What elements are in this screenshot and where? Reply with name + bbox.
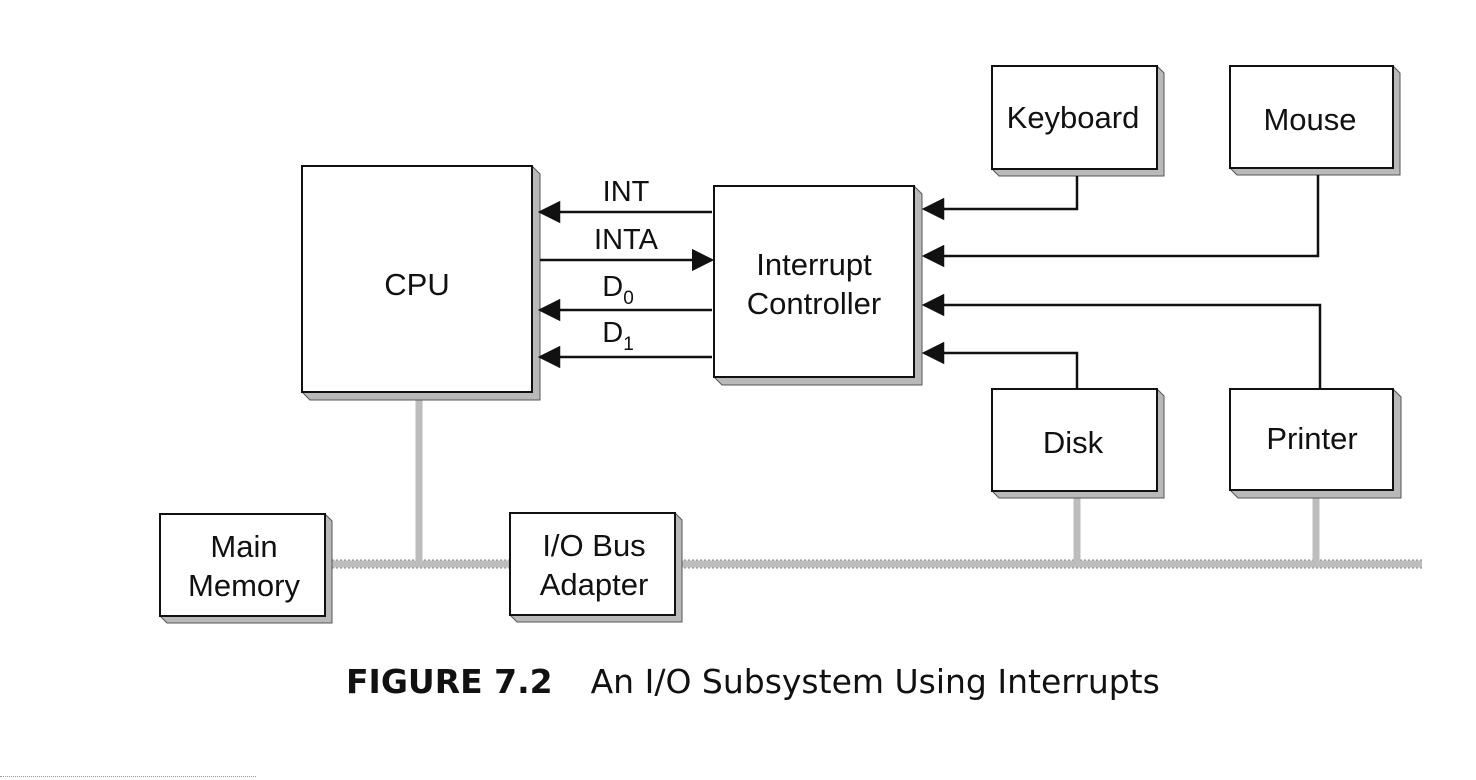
printer-label: Printer	[1266, 421, 1357, 456]
mouse-label: Mouse	[1263, 102, 1356, 137]
d1-label-subscript: 1	[623, 334, 634, 355]
disk-box: Disk	[990, 387, 1165, 499]
figure-caption: FIGURE 7.2 An I/O Subsystem Using Interru…	[346, 662, 1160, 701]
inta-label: INTA	[594, 224, 659, 256]
mouse-box: Mouse	[1228, 64, 1401, 176]
main-memory-box: Main Memory	[158, 512, 333, 624]
io-bus-adapter-label-line1: I/O Bus	[542, 528, 645, 563]
keyboard-label: Keyboard	[1007, 100, 1140, 135]
interrupt-controller-box: Interrupt Controller	[712, 184, 923, 386]
figure-number: FIGURE 7.2	[346, 662, 553, 701]
mouse-irq-line	[921, 175, 1320, 268]
int-label: INT	[603, 176, 650, 208]
d0-label: D0	[602, 271, 634, 309]
disk-irq-line	[921, 341, 1079, 389]
controller-label-line2: Controller	[747, 286, 881, 321]
d1-label: D1	[602, 317, 634, 355]
figure-title: An I/O Subsystem Using Interrupts	[590, 662, 1160, 701]
printer-box: Printer	[1228, 387, 1402, 499]
keyboard-box: Keyboard	[990, 64, 1165, 177]
cpu-box: CPU	[300, 164, 541, 401]
d0-label-subscript: 0	[623, 288, 634, 309]
main-memory-label-line1: Main	[210, 529, 277, 564]
io-bus-adapter-label-line2: Adapter	[540, 567, 649, 602]
d0-label-base: D	[602, 271, 623, 303]
device-interrupt-lines	[921, 175, 1322, 389]
page-corner-rule	[0, 776, 256, 777]
d1-label-base: D	[602, 317, 623, 349]
main-memory-label-line2: Memory	[188, 568, 300, 603]
disk-label: Disk	[1043, 425, 1104, 460]
io-bus-adapter-box: I/O Bus Adapter	[508, 511, 683, 623]
keyboard-irq-line	[921, 176, 1079, 221]
printer-irq-line	[921, 293, 1322, 389]
cpu-controller-signals: INT INTA D0 D1	[537, 176, 715, 369]
cpu-label: CPU	[384, 267, 449, 302]
controller-label-line1: Interrupt	[756, 247, 872, 282]
